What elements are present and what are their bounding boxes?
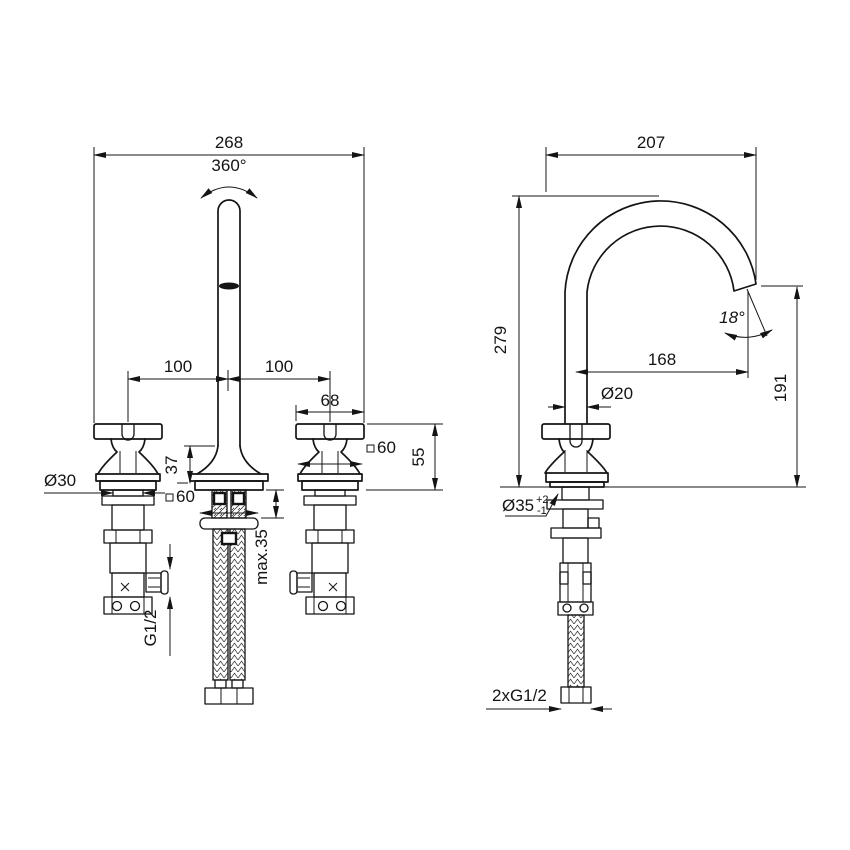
square-symbol: [366, 444, 375, 453]
dim-mounting-hole-label: Ø35: [502, 496, 534, 515]
dim-overall-height-label: 279: [491, 326, 510, 354]
dim-right-spacing-label: 100: [265, 357, 293, 376]
spout-base-lip: [194, 480, 264, 491]
flex-hose-right: [229, 528, 246, 681]
hose-collar: [214, 679, 227, 689]
dim-overall-width-label: 268: [215, 133, 243, 152]
square-symbol: [165, 493, 174, 502]
dim-mounting-hole-tol-lower: -1: [537, 505, 547, 517]
hex-facets: [220, 688, 238, 704]
dim-outlet-height: 191: [761, 285, 803, 488]
dim-hose-thread: 2xG1/2: [486, 686, 612, 712]
dim-overall-depth: 207: [545, 133, 757, 280]
dim-spout-diameter-label: Ø20: [601, 384, 633, 403]
handle-side: [541, 423, 611, 488]
flex-hose-left: [212, 528, 229, 681]
hose-collar: [231, 679, 244, 689]
dim-outlet-angle: 18°: [719, 288, 773, 341]
dim-hole-spacing: 100 100: [127, 357, 331, 422]
dim-spout-reach-label: 168: [648, 350, 676, 369]
dim-overall-height: 279: [491, 195, 659, 488]
dim-handle-base-square-label: 60: [377, 438, 396, 457]
dim-spout-base-square-label: 60: [176, 487, 195, 506]
spout-side: [564, 200, 757, 425]
side-view: 207 279 18° 168 191 Ø20 Ø35: [486, 133, 806, 712]
spout-base-cone: [196, 445, 262, 475]
hex-facets: [568, 687, 584, 703]
spout-tailpiece: [199, 489, 259, 705]
dim-spout-diameter: Ø20: [548, 384, 633, 410]
spout-base-flange: [189, 473, 269, 482]
dim-valve-inlet-thread-label: G1/2: [141, 610, 160, 647]
side-outlet-stub: [587, 517, 600, 529]
dim-hose-thread-label: 2xG1/2: [492, 686, 547, 705]
dim-outlet-angle-label: 18°: [719, 308, 745, 327]
front-view: 268 360° 100 100 68 55 60: [44, 133, 443, 705]
flex-hose: [567, 614, 585, 688]
mounting-washer: [199, 517, 259, 530]
dim-handle-width-label: 68: [321, 391, 340, 410]
dim-max-deck-thickness-label: max.35: [252, 529, 271, 585]
dim-outlet-height-label: 191: [771, 374, 790, 402]
dim-handle-base-diameter: Ø30: [44, 471, 165, 496]
spout-front: [189, 199, 269, 491]
dim-handle-height: 55: [366, 423, 443, 491]
dim-max-deck-thickness: max.35: [252, 489, 284, 585]
dim-overall-width: 268: [93, 133, 365, 423]
dim-swivel-angle-label: 360°: [211, 156, 246, 175]
dim-spout-base-square: 60: [165, 487, 259, 516]
hex-facets: [567, 563, 584, 602]
spout-column: [217, 199, 241, 447]
dim-spout-reach: 168: [575, 291, 749, 378]
dim-left-spacing-label: 100: [164, 357, 192, 376]
dim-swivel-angle: 360°: [200, 156, 258, 199]
dim-handle-height-label: 55: [409, 448, 428, 467]
dim-handle-base-square: 60: [297, 438, 396, 467]
dim-spout-base-height-label: 37: [162, 456, 181, 475]
spout-joint-ring: [219, 282, 239, 290]
tail-fitting: [212, 491, 227, 506]
left-handle-assembly: [93, 423, 169, 615]
dim-spout-base-height: 37: [162, 445, 215, 484]
dim-mounting-hole-tol-upper: +2: [536, 494, 549, 506]
dim-handle-base-diameter-label: Ø30: [44, 471, 76, 490]
hose-end-nuts: [204, 687, 254, 705]
dim-overall-depth-label: 207: [637, 133, 665, 152]
tail-fitting: [231, 491, 246, 506]
side-valve-assembly: [546, 486, 604, 704]
hose-end-nut: [560, 686, 592, 704]
right-handle-assembly: [289, 423, 365, 615]
mounting-washer: [546, 499, 604, 510]
dim-valve-inlet-thread: G1/2: [141, 544, 173, 656]
dim-handle-width: 68: [295, 391, 365, 421]
hose-nut: [220, 531, 238, 546]
dim-mounting-hole: Ø35 +2 -1: [502, 493, 559, 517]
